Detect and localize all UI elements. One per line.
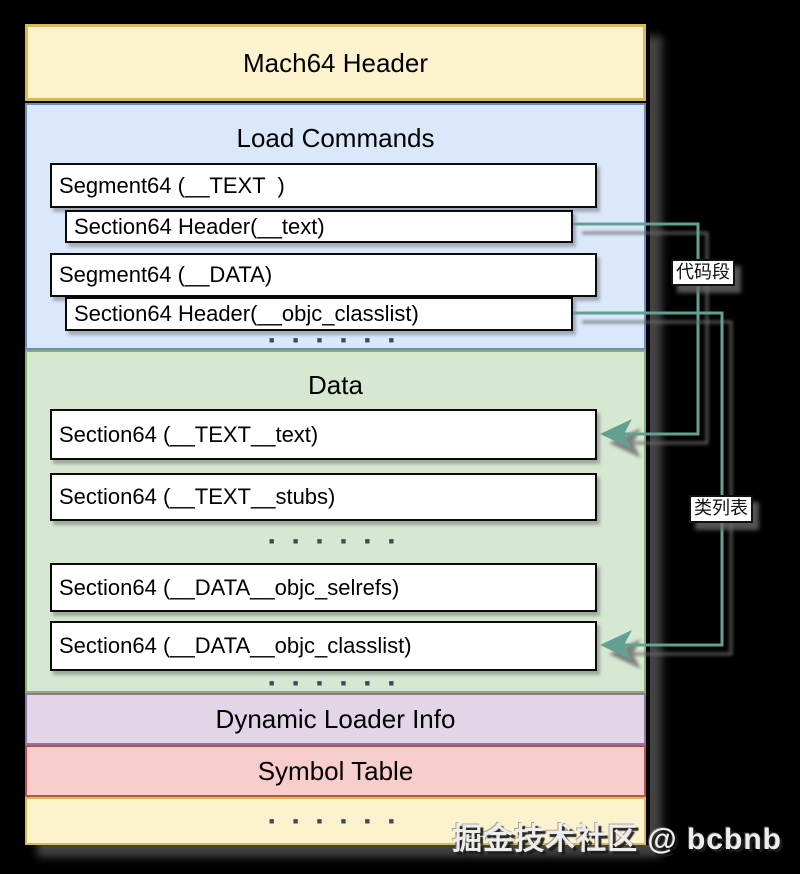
- section64-data-objc-selrefs-box: Section64 (__DATA__objc_selrefs): [50, 563, 597, 612]
- section-tail: ■ ■ ■ ■ ■ ■: [25, 797, 646, 845]
- symbol-table-title: Symbol Table: [257, 756, 414, 786]
- load-commands-title: Load Commands: [236, 123, 435, 153]
- section64-text-stubs-label: Section64 (__TEXT__stubs): [59, 484, 336, 509]
- section64-header-text-box: Section64 Header(__text): [65, 210, 573, 243]
- segment64-data-box: Segment64 (__DATA): [50, 253, 597, 297]
- segment64-text-box: Segment64 (__TEXT ): [50, 163, 597, 208]
- section-mach64-header: Mach64 Header: [25, 24, 646, 101]
- dynamic-loader-info-title: Dynamic Loader Info: [215, 704, 456, 734]
- section64-text-stubs-box: Section64 (__TEXT__stubs): [50, 473, 597, 521]
- section-symbol-table: Symbol Table: [25, 745, 646, 797]
- segment64-text-label: Segment64 (__TEXT ): [59, 172, 285, 198]
- section-dynamic-loader-info: Dynamic Loader Info: [25, 693, 646, 745]
- section64-text-text-box: Section64 (__TEXT__text): [50, 409, 597, 460]
- data-title: Data: [308, 370, 363, 400]
- code-segment-connector-label: 代码段: [671, 259, 735, 286]
- section64-header-text-label: Section64 Header(__text): [74, 213, 325, 239]
- section64-data-objc-classlist-box: Section64 (__DATA__objc_classlist): [50, 621, 597, 671]
- section64-header-objc-classlist-box: Section64 Header(__objc_classlist): [65, 297, 573, 331]
- ellipsis-dots-load-commands: ■ ■ ■ ■ ■ ■: [268, 335, 403, 345]
- section64-text-text-label: Section64 (__TEXT__text): [59, 421, 319, 447]
- section64-header-objc-classlist-label: Section64 Header(__objc_classlist): [74, 301, 419, 326]
- class-list-connector-label: 类列表: [689, 495, 753, 523]
- macho-file-structure-diagram: Mach64 Header Load Commands Segment64 (_…: [25, 24, 650, 845]
- ellipsis-dots-data-1: ■ ■ ■ ■ ■ ■: [268, 536, 403, 546]
- ellipsis-dots-tail: ■ ■ ■ ■ ■ ■: [268, 816, 403, 826]
- section-load-commands: Load Commands Segment64 (__TEXT ) Sectio…: [25, 103, 646, 350]
- ellipsis-dots-data-2: ■ ■ ■ ■ ■ ■: [268, 678, 403, 688]
- section64-data-objc-classlist-label: Section64 (__DATA__objc_classlist): [59, 633, 412, 658]
- section-data: Data Section64 (__TEXT__text) Section64 …: [25, 350, 646, 693]
- mach64-header-title: Mach64 Header: [243, 47, 428, 78]
- segment64-data-label: Segment64 (__DATA): [59, 262, 273, 287]
- section64-data-objc-selrefs-label: Section64 (__DATA__objc_selrefs): [59, 574, 400, 600]
- watermark-text: 掘金技术社区 @ bcbnb: [452, 823, 782, 856]
